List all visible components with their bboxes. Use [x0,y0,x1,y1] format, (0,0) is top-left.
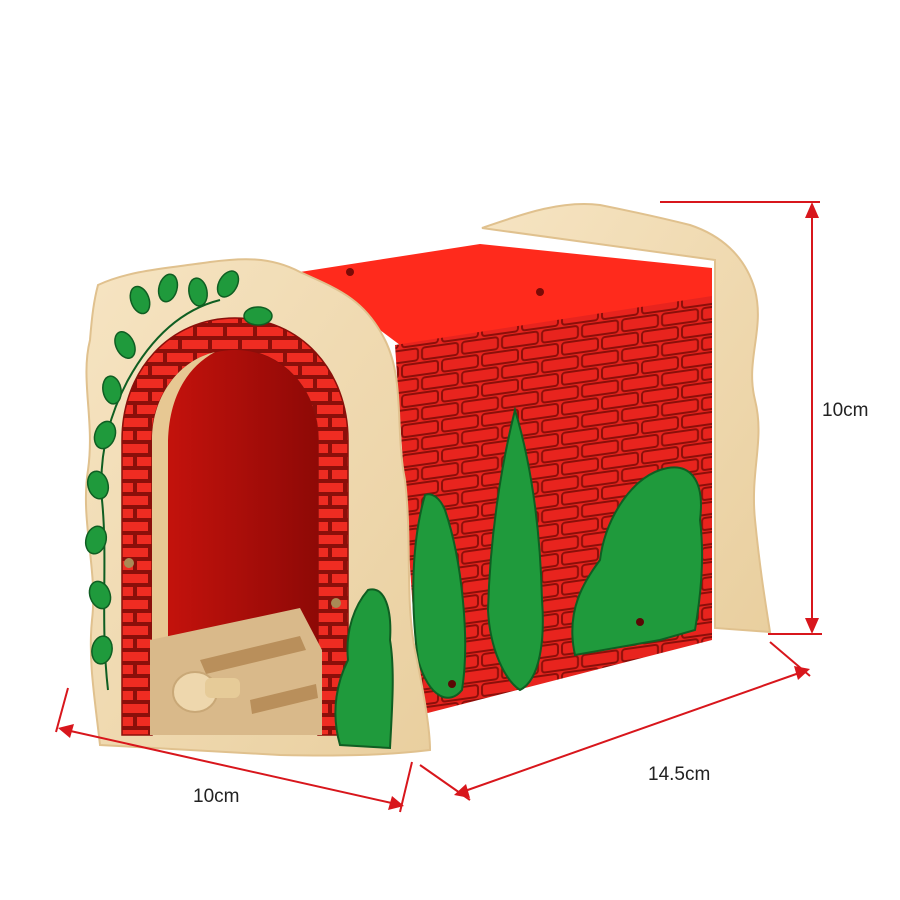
tall-cypress-tree [486,406,544,692]
back-portal [481,203,772,634]
dimension-lines [55,201,822,813]
roof-hole [346,268,354,276]
track-groove [200,636,306,674]
roof-hole [536,288,544,296]
length-dimension-line [461,671,803,793]
small-cypress-tree [412,493,467,699]
arrowhead [58,724,74,738]
tunnel-roof [300,244,712,345]
dimension-arrowheads [58,202,819,810]
round-bush [571,466,704,657]
arrowhead [805,202,819,218]
width-dimension-line [65,729,397,805]
length-label: 14.5cm [648,764,711,785]
ivy-leaves [84,270,273,665]
width-guide-left [55,687,69,733]
arrowhead [805,618,819,634]
height-label: 10cm [822,400,869,421]
front-bush [334,588,394,750]
screw-hole [331,598,341,608]
width-guide-right [399,761,413,813]
arrowhead [388,796,404,810]
width-label: 10cm [193,786,240,807]
peg-hole [448,680,456,688]
track-connector-stem [205,678,240,698]
track-groove [250,684,318,714]
peg-hole [636,618,644,626]
screw-hole [124,558,134,568]
arrowhead [454,784,470,798]
arrowhead [794,666,810,680]
